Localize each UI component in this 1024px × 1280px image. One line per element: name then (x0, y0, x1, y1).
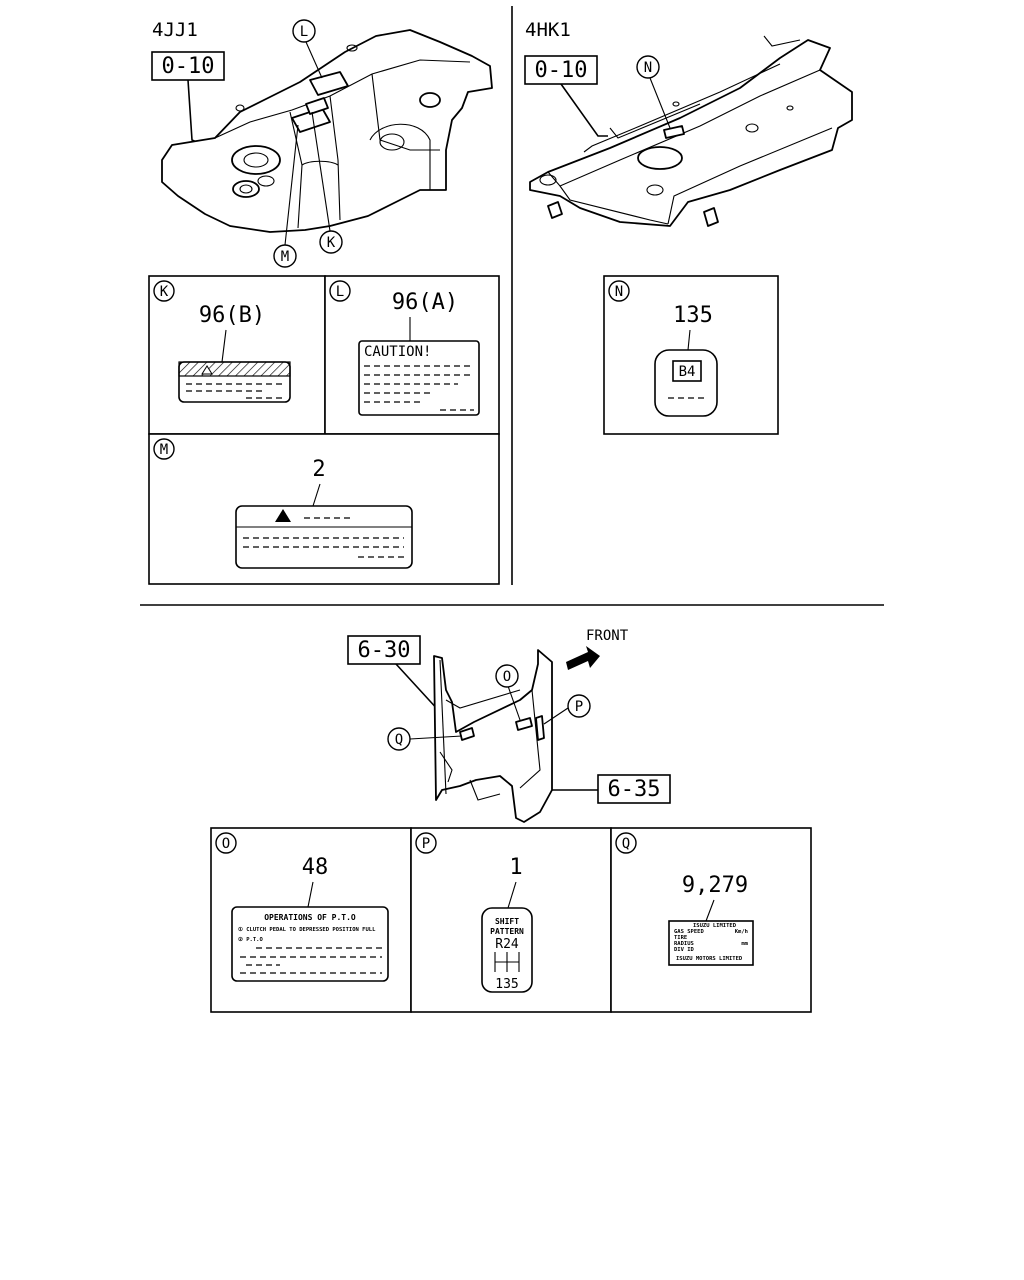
detail-K-panel: K 96(B) (148, 275, 326, 435)
callout-P-letter: P (575, 699, 583, 715)
engine-4hk1-view: 4HK1 0-10 N (524, 19, 853, 227)
detail-N-part-number: 135 (673, 303, 713, 328)
bolt (703, 207, 719, 227)
ref-box-0-10-right-text: 0-10 (535, 58, 588, 83)
label-patch-N (663, 125, 685, 139)
mount-hole (419, 92, 441, 108)
shift-top-row: R24 (495, 937, 519, 952)
limiter-row4-left: RADIUS (674, 941, 694, 947)
detail-L-letter: L (336, 284, 344, 300)
detail-O-letter: O (222, 836, 230, 852)
detail-L-panel: L 96(A) CAUTION! (324, 275, 500, 435)
engine-label-4hk1: 4HK1 (525, 19, 571, 41)
callout-Q (387, 727, 411, 751)
callout-O (495, 664, 519, 688)
ref-box-6-30 (347, 635, 421, 665)
callout-P (567, 694, 591, 718)
label-patch-O (515, 717, 533, 731)
engine-label-4jj1: 4JJ1 (152, 19, 198, 41)
mount-hole (231, 145, 281, 175)
label-shift-pattern: SHIFT PATTERN R24 135 (481, 907, 533, 993)
limiter-row5: DIV ID (674, 947, 695, 953)
label-96a: CAUTION! (358, 340, 480, 416)
tunnel-panel (433, 649, 553, 823)
caution-label-text: CAUTION! (364, 344, 431, 360)
callout-Q-letter: Q (395, 732, 403, 748)
floor-tunnel-view: 6-30 FRONT O P Q 6-35 (347, 628, 671, 823)
label-48-line2: ② P.T.O (238, 936, 263, 943)
detail-Q-panel: Q 9,279 ISUZU LIMITED GAS SPEED Km/h TIR… (610, 827, 812, 1013)
limiter-row2-left: GAS SPEED (674, 929, 704, 935)
callout-K (319, 230, 343, 254)
callout-K-letter: K (327, 235, 336, 251)
detail-N-letter: N (615, 284, 623, 300)
limiter-footer: ISUZU MOTORS LIMITED (676, 956, 743, 962)
detail-L-part-number: 96(A) (392, 290, 458, 315)
limiter-row1: ISUZU LIMITED (693, 923, 737, 929)
callout-M-letter: M (281, 249, 289, 265)
callout-N (636, 55, 660, 79)
label-48: OPERATIONS OF P.T.O ① CLUTCH PEDAL TO DE… (231, 906, 389, 982)
label-48-line1: ① CLUTCH PEDAL TO DEPRESSED POSITION FUL… (238, 926, 376, 933)
label-patch-P (535, 715, 545, 741)
detail-P-panel: P 1 SHIFT PATTERN R24 135 (410, 827, 612, 1013)
detail-P-part-number: 1 (509, 855, 522, 880)
label-patch-Q (459, 727, 475, 741)
detail-K-part-number: 96(B) (199, 303, 265, 328)
cover-hole (637, 146, 683, 170)
label-48-title: OPERATIONS OF P.T.O (264, 913, 356, 922)
engine-cover-4hk1 (529, 39, 853, 227)
label-135-text: B4 (679, 364, 696, 380)
detail-M-letter: M (160, 442, 168, 458)
shift-label-line1: SHIFT (495, 917, 519, 926)
detail-M-part-number: 2 (312, 457, 325, 482)
label-135: B4 (654, 349, 718, 417)
limiter-row2-right: Km/h (735, 929, 748, 935)
ref-box-6-35 (597, 774, 671, 804)
label-patch-K (305, 97, 329, 115)
detail-Q-letter: Q (622, 836, 630, 852)
callout-M (273, 244, 297, 268)
ref-box-6-30-text: 6-30 (358, 638, 411, 663)
callout-L-letter: L (300, 24, 308, 40)
front-arrow-icon (566, 646, 600, 670)
detail-P-letter: P (422, 836, 430, 852)
detail-Q-part-number: 9,279 (682, 873, 748, 898)
label-speed-limiter: ISUZU LIMITED GAS SPEED Km/h TIRE RADIUS… (668, 920, 754, 966)
shift-label-line2: PATTERN (490, 927, 524, 936)
ref-box-6-35-text: 6-35 (608, 777, 661, 802)
ref-box-0-10-left (151, 51, 225, 81)
engine-4jj1-view: 4JJ1 0-10 L M K (151, 19, 493, 268)
bolt (547, 201, 563, 219)
label-2 (235, 505, 413, 569)
callout-O-letter: O (503, 669, 511, 685)
limiter-row4-right: mm (741, 941, 748, 947)
detail-N-panel: N 135 B4 (603, 275, 779, 435)
mount-hole (232, 180, 260, 198)
front-label: FRONT (586, 628, 629, 644)
label-patch-L (309, 71, 349, 96)
ref-box-0-10-left-text: 0-10 (162, 54, 215, 79)
shift-bottom-row: 135 (495, 977, 518, 992)
callout-N-letter: N (644, 60, 652, 76)
detail-O-part-number: 48 (302, 855, 329, 880)
label-96b (178, 361, 291, 403)
detail-K-letter: K (160, 284, 169, 300)
callout-L (292, 19, 316, 43)
detail-M-panel: M 2 (148, 433, 500, 585)
detail-O-panel: O 48 OPERATIONS OF P.T.O ① CLUTCH PEDAL … (210, 827, 412, 1013)
limiter-row3: TIRE (674, 935, 687, 941)
